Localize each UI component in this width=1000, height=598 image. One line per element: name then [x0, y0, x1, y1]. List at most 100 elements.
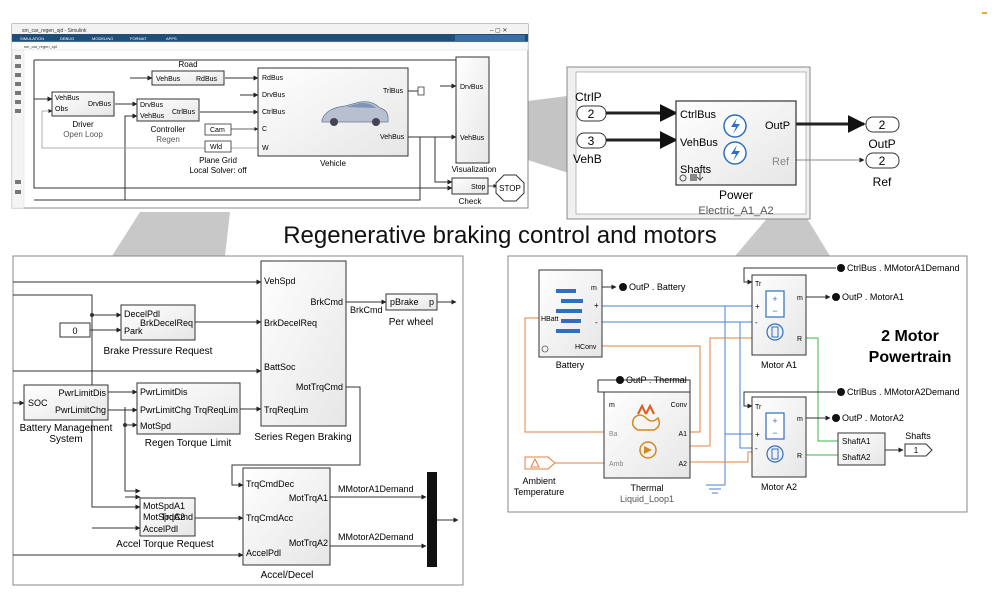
srb-label: Series Regen Braking [254, 432, 351, 443]
shaft-bus-block[interactable] [837, 432, 886, 466]
motor-a2-port-plus: + [755, 430, 760, 439]
pbrake-out: p [429, 297, 434, 307]
thermal-block[interactable] [603, 391, 691, 479]
road-block[interactable] [151, 70, 225, 86]
controller-in1: DrvBus [140, 102, 163, 109]
bms-in-soc: SOC [28, 398, 48, 408]
motor-a2-port-minus: - [755, 444, 758, 453]
rtl-in-dis: PwrLimitDis [140, 387, 188, 397]
page-heading: Regenerative braking control and motors [283, 222, 717, 249]
ribbon-tab-format[interactable]: FORMAT [130, 36, 147, 41]
vehicle-in-c: C [262, 126, 267, 133]
ribbon-tab-simulation[interactable]: SIMULATION [20, 36, 44, 41]
srb-in-brkdecelreq: BrkDecelReq [264, 318, 317, 328]
accel-decel-block[interactable] [242, 467, 331, 566]
road-in: VehBus [156, 76, 181, 83]
goto-battery-dot [619, 283, 627, 291]
bms-label-2: System [49, 434, 82, 445]
goto-motor-a2: OutP . MotorA2 [842, 413, 904, 423]
controller-block[interactable] [136, 98, 200, 122]
model-tab[interactable]: sm_car_regen_sjd [24, 44, 57, 49]
bms-block[interactable] [23, 384, 109, 421]
goto-thermal-dot [616, 376, 624, 384]
window-controls[interactable]: – ▢ ✕ [490, 28, 507, 34]
controller-in2: VehBus [140, 113, 165, 120]
power-out-outp: OutP [765, 120, 790, 132]
bpr-in-park: Park [124, 326, 143, 336]
goto-battery: OutP . Battery [629, 282, 686, 292]
bus-creator[interactable] [427, 472, 437, 567]
left-toolbar [11, 49, 25, 209]
motor-a2-port-r: R [797, 453, 802, 460]
window-title: sm_car_regen_sjd - Simulink [22, 28, 87, 34]
ribbon-bar [12, 34, 528, 42]
motor-a2-block[interactable] [751, 396, 807, 478]
per-wheel-block[interactable] [385, 293, 438, 311]
driver-block[interactable] [51, 91, 115, 117]
thermal-port-conv: Conv [671, 402, 688, 409]
bms-out-chg: PwrLimitChg [55, 405, 106, 415]
zoom-wedge-controller [112, 212, 230, 256]
visualization-label: Visualization [452, 165, 497, 174]
ribbon-tab-modeling[interactable]: MODELING [92, 36, 113, 41]
rtl-in-motspd: MotSpd [140, 421, 171, 431]
visualization-block[interactable] [455, 56, 490, 164]
vehicle-in-w: W [262, 145, 269, 152]
shafts-connection-port[interactable] [904, 443, 933, 457]
stop-sign-text: STOP [499, 184, 521, 193]
svg-text:−: − [772, 306, 777, 316]
goto-motor-a1: OutP . MotorA1 [842, 292, 904, 302]
brake-pressure-block[interactable] [120, 304, 196, 341]
outp-outport[interactable] [865, 116, 900, 133]
electric-icon-1 [723, 114, 747, 138]
regen-torque-limit-block[interactable] [136, 382, 241, 435]
vehicle-out-trlbus: TrlBus [383, 88, 403, 95]
from-a2: CtrlBus . MMotorA2Demand [847, 387, 960, 397]
electric-icon-2 [723, 141, 747, 165]
series-regen-block[interactable] [260, 260, 347, 427]
battery-port-minus: - [595, 318, 598, 327]
ribbon-tab-apps[interactable]: APPS [166, 36, 177, 41]
battery-icon [556, 289, 583, 333]
vehicle-out-vehbus: VehBus [380, 134, 405, 141]
ad-in-acc: TrqCmdAcc [246, 513, 294, 523]
zoom-wedge-powertrain [735, 215, 830, 256]
outp-label: OutP [868, 137, 895, 151]
driver-out: DrvBus [88, 101, 111, 108]
wld-block[interactable] [204, 140, 232, 153]
toolbar-icons[interactable] [15, 55, 21, 194]
plane-grid-label: Plane Grid [199, 156, 237, 165]
ref-outport[interactable] [865, 152, 900, 169]
bpr-out: BrkDecelReq [140, 318, 193, 328]
ambient-temperature-icon[interactable] [524, 456, 556, 470]
check-label: Check [459, 197, 483, 206]
ad-in-dec: TrqCmdDec [246, 479, 295, 489]
thermal-port-a1: A1 [678, 431, 687, 438]
battery-block[interactable] [538, 269, 603, 358]
ribbon-quick-tools[interactable] [455, 35, 525, 41]
thermal-port-m: m [609, 402, 615, 409]
srb-in-trqreqlim: TrqReqLim [264, 405, 308, 415]
atr-in-a2: MotSpdA2 [143, 512, 185, 522]
thermal-port-ba: Ba [609, 431, 618, 438]
power-in-vehbus: VehBus [680, 137, 718, 149]
ad-label: Accel/Decel [261, 570, 314, 581]
constant-zero-block[interactable] [59, 322, 91, 338]
driver-sub-label: Open Loop [63, 130, 103, 139]
cam-block[interactable] [204, 123, 232, 136]
battery-port-hbatt: HBatt [541, 316, 559, 323]
power-out-ref: Ref [772, 156, 790, 168]
ctrlp-num: 2 [588, 107, 595, 121]
accel-torque-block[interactable] [139, 497, 196, 537]
motor-a1-port-r: R [797, 336, 802, 343]
motor-a1-port-m: m [797, 295, 803, 302]
trlbus-terminator [417, 86, 425, 96]
power-panel: CtrlP 2 3 VehB CtrlBus VehBus Shafts Out… [566, 66, 900, 220]
atr-in-a1: MotSpdA1 [143, 501, 185, 511]
local-solver-label: Local Solver: off [189, 166, 247, 175]
ribbon-tab-debug[interactable]: DEBUG [60, 36, 74, 41]
ctrlp-label: CtrlP [575, 90, 602, 104]
power-in-ctrlbus: CtrlBus [680, 109, 717, 121]
rtl-out: TrqReqLim [194, 405, 238, 415]
